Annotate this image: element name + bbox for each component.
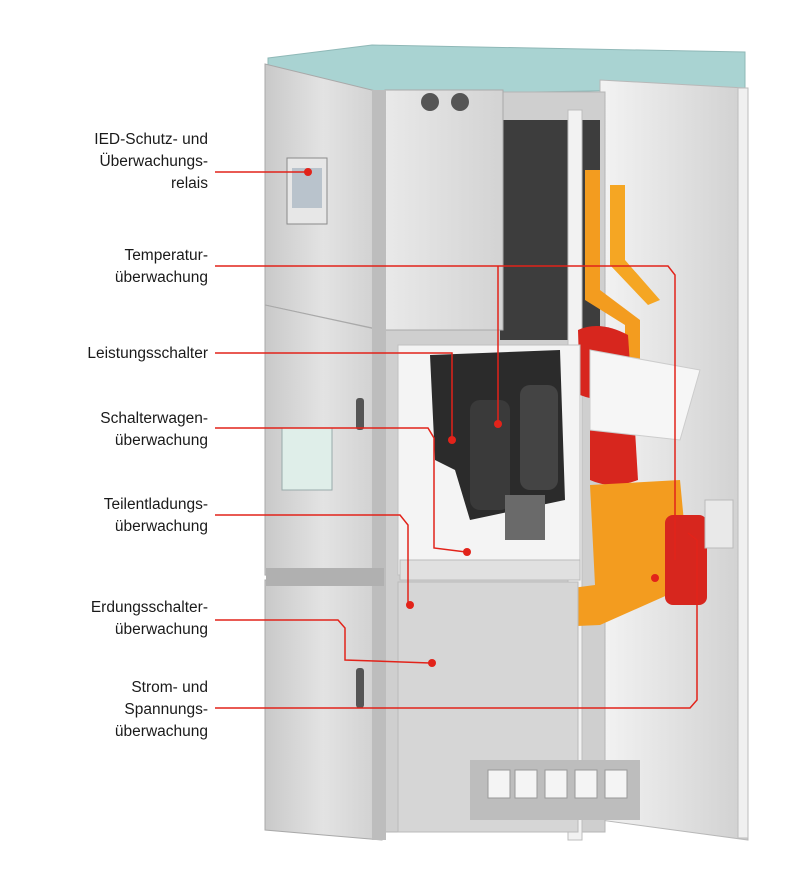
lv-compartment: [384, 89, 504, 331]
insulator: [590, 425, 638, 485]
cable-compartment-back: [500, 120, 600, 340]
callout-dot-temp: [494, 420, 502, 428]
inspection-window: [281, 427, 333, 491]
callout-dot-breaker: [448, 436, 456, 444]
ventilation-grille: [266, 568, 384, 586]
ct-bracket: [704, 499, 734, 549]
label-truck-monitoring: Schalterwagen- überwachung: [100, 410, 208, 449]
callout-dot-temp-2: [651, 574, 659, 582]
gland-hole: [421, 93, 439, 111]
current-transformer: [665, 515, 707, 605]
label-circuit-breaker: Leistungsschalter: [87, 345, 208, 362]
callout-dot-truck: [463, 548, 471, 556]
busbar: [610, 185, 660, 305]
door-handle: [356, 668, 364, 708]
callout-line-temp: [215, 265, 676, 560]
label-ied-relay: IED-Schutz- und Überwachungs- relais: [94, 131, 208, 192]
callout-line-truck: [215, 427, 467, 553]
busbar: [585, 170, 640, 380]
callout-dot-earth: [428, 659, 436, 667]
gland-hole: [451, 93, 469, 111]
label-temperature-monitoring: Temperatur- überwachung: [114, 247, 208, 286]
frame-post: [737, 87, 749, 839]
label-current-voltage: Strom- und Spannungs- überwachung: [114, 679, 208, 740]
callout-line-cv: [215, 532, 698, 709]
breaker-handle: [505, 495, 545, 540]
callout-line-breaker: [215, 352, 453, 438]
breaker-pole: [470, 400, 510, 510]
door-handle: [356, 398, 364, 430]
breaker-pole: [520, 385, 558, 490]
lower-busbar: [480, 480, 690, 630]
partition-sheet: [589, 349, 701, 441]
door-hinge-strip: [372, 90, 386, 840]
callout-lines: [215, 171, 698, 709]
callout-line-pd: [215, 514, 409, 603]
callout-dots: [304, 168, 659, 667]
label-earthing-switch: Erdungsschalter- überwachung: [90, 599, 208, 638]
cable-terminals: [487, 769, 628, 799]
front-door-lower: [264, 579, 383, 841]
truck-rail: [399, 559, 581, 581]
label-partial-discharge: Teilentladungs- überwachung: [103, 496, 208, 535]
callout-line-earth: [215, 619, 431, 664]
callout-dot-pd: [406, 601, 414, 609]
callout-dot-ied: [304, 168, 312, 176]
